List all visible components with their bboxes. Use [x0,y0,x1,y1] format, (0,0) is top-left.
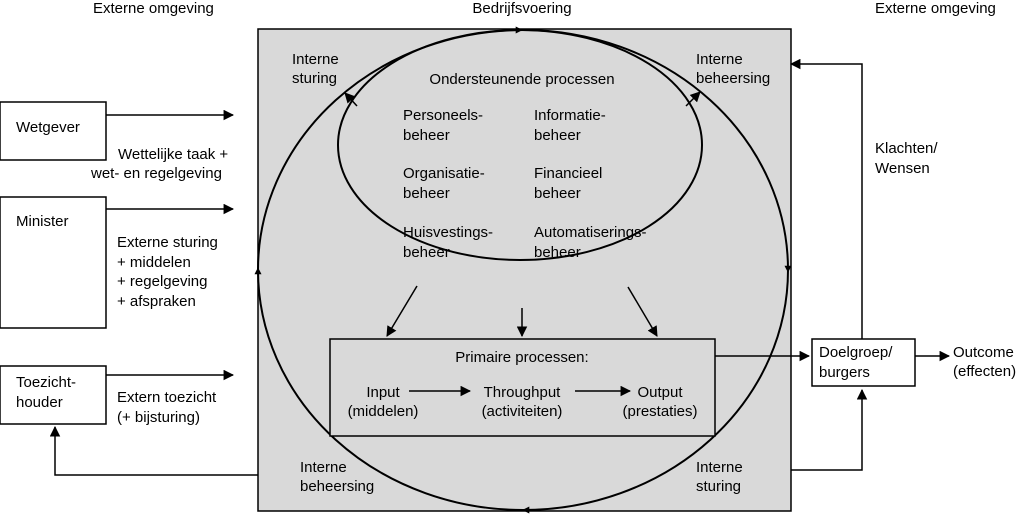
flow-label-wetgever: Wettelijke taak +wet- en regelgeving [90,146,228,182]
outcome-label: Outcome(effecten) [953,344,1016,380]
target-group-label: Doelgroep/burgers [819,344,893,381]
support-item-automation: Automatiserings-beheer [534,224,647,261]
actor-label-toezicht: Toezicht-houder [16,374,76,411]
flow-label-minister: Externe sturing+ middelen+ regelgeving+ … [117,234,218,310]
header-center: Bedrijfsvoering [472,0,571,17]
actor-box-wetgever [0,101,107,161]
support-item-information: Informatie-beheer [534,107,606,144]
support-item-housing: Huisvestings-beheer [403,224,493,261]
support-item-personnel: Personeels-beheer [403,107,483,144]
header-left: Externe omgeving [93,0,214,17]
arrow-support-to-primary-right [627,286,658,337]
primary-title: Primaire processen: [455,349,588,366]
actor-box-minister [0,196,107,329]
header-right: Externe omgeving [875,0,996,17]
arrow-feedback-to-toezicht [49,425,258,476]
arrow-internal-to-target [791,388,868,471]
actor-box-toezicht [0,365,107,425]
primary-processes-box [329,338,716,437]
arrow-to-internal-steering-top [344,92,358,107]
arrow-complaints-feedback [789,58,863,339]
target-group-box [811,338,916,387]
primary-step-output: Output(prestaties) [622,384,697,420]
arrow-support-to-primary-left [386,285,418,337]
actor-label-minister: Minister [16,213,69,230]
actor-label-wetgever: Wetgever [16,119,80,136]
primary-step-input: Input(middelen) [348,384,419,420]
primary-step-throughput: Throughput(activiteiten) [482,384,563,420]
support-title: Ondersteunende processen [429,71,614,88]
support-processes-ellipse [337,29,703,261]
feedback-label: Klachten/Wensen [875,140,938,177]
flow-label-toezicht: Extern toezicht(+ bijsturing) [117,389,217,426]
arrow-to-internal-control-top [685,91,701,107]
support-item-organization: Organisatie-beheer [403,165,485,202]
